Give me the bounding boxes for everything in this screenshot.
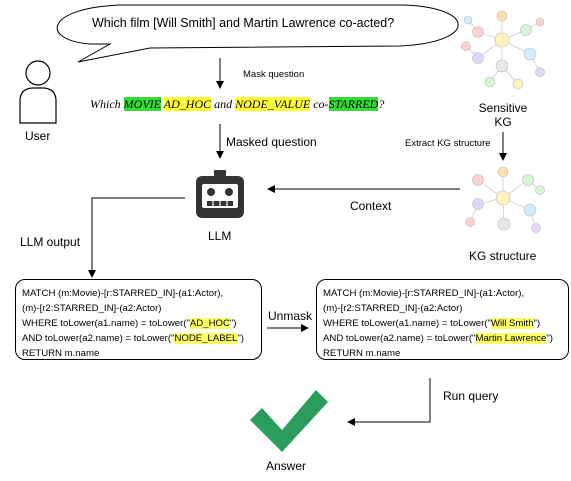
masked-word-co: co- <box>310 97 329 111</box>
sensitive-kg-label: Sensitive KG <box>470 101 536 129</box>
masked-query-box: MATCH (m:Movie)-[r:STARRED_IN]-(a1:Actor… <box>15 279 262 360</box>
run-query-label: Run query <box>443 389 499 403</box>
check-icon <box>250 390 328 452</box>
query-line-1: MATCH (m:Movie)-[r:STARRED_IN]-(a1:Actor… <box>22 288 224 299</box>
adhoc-highlight: AD_HOC <box>189 318 230 329</box>
kg-structure-label: KG structure <box>469 249 537 263</box>
query-line-1: MATCH (m:Movie)-[r:STARRED_IN]-(a1:Actor… <box>323 288 525 299</box>
starred-token: STARRED <box>328 97 379 111</box>
llm-output-arrow <box>88 197 185 278</box>
nodevalue-token: NODE_VALUE <box>235 97 311 111</box>
query-line-3: WHERE toLower(a1.name) = toLower("AD_HOC… <box>22 318 237 329</box>
llm-label: LLM <box>208 229 232 243</box>
adhoc-token: AD_HOC <box>163 97 212 111</box>
masked-word-q: ? <box>378 97 385 111</box>
query-line-4: AND toLower(a2.name) = toLower("NODE_LAB… <box>22 333 244 344</box>
query-line-2: (m)-[r2:STARRED_IN]-(a2:Actor) <box>22 303 162 314</box>
sensitive-kg-line-2: KG <box>494 115 512 129</box>
answer-label: Answer <box>266 459 307 473</box>
user-icon <box>19 60 57 124</box>
masked-word-and: and <box>211 97 236 111</box>
user-label: User <box>25 129 51 143</box>
sensitive-kg-line-1: Sensitive <box>478 101 528 115</box>
masked-sentence: Which MOVIE AD_HOC and NODE_VALUE co-STA… <box>90 97 384 112</box>
query-line-5: RETURN m.name <box>22 348 100 359</box>
masked-word-which: Which <box>90 97 124 111</box>
query-line-3: WHERE toLower(a1.name) = toLower("Will S… <box>323 318 541 329</box>
llm-output-label: LLM output <box>20 235 81 249</box>
unmasked-query-box: MATCH (m:Movie)-[r:STARRED_IN]-(a1:Actor… <box>316 279 569 360</box>
sensitive-kg-graph-icon <box>461 10 545 90</box>
unmask-label: Unmask <box>268 309 313 323</box>
will-smith-highlight: Will Smith <box>490 318 534 329</box>
movie-token: MOVIE <box>123 97 161 111</box>
kg-structure-graph-icon <box>465 166 545 233</box>
node-label-highlight: NODE_LABEL <box>174 333 238 344</box>
mask-question-label: Mask question <box>243 69 305 80</box>
context-label: Context <box>350 199 392 213</box>
extract-kg-label: Extract KG structure <box>405 138 491 149</box>
question-text: Which film [Will Smith] and Martin Lawre… <box>92 16 395 30</box>
query-line-4: AND toLower(a2.name) = toLower("Martin L… <box>323 333 553 344</box>
martin-lawrence-highlight: Martin Lawrence <box>475 333 547 344</box>
query-line-5: RETURN m.name <box>323 348 401 359</box>
robot-icon <box>196 170 244 218</box>
run-query-arrow <box>347 378 431 426</box>
speech-bubble <box>56 4 459 63</box>
masked-question-label: Masked question <box>226 135 317 149</box>
query-line-2: (m)-[r2:STARRED_IN]-(a2:Actor) <box>323 303 463 314</box>
